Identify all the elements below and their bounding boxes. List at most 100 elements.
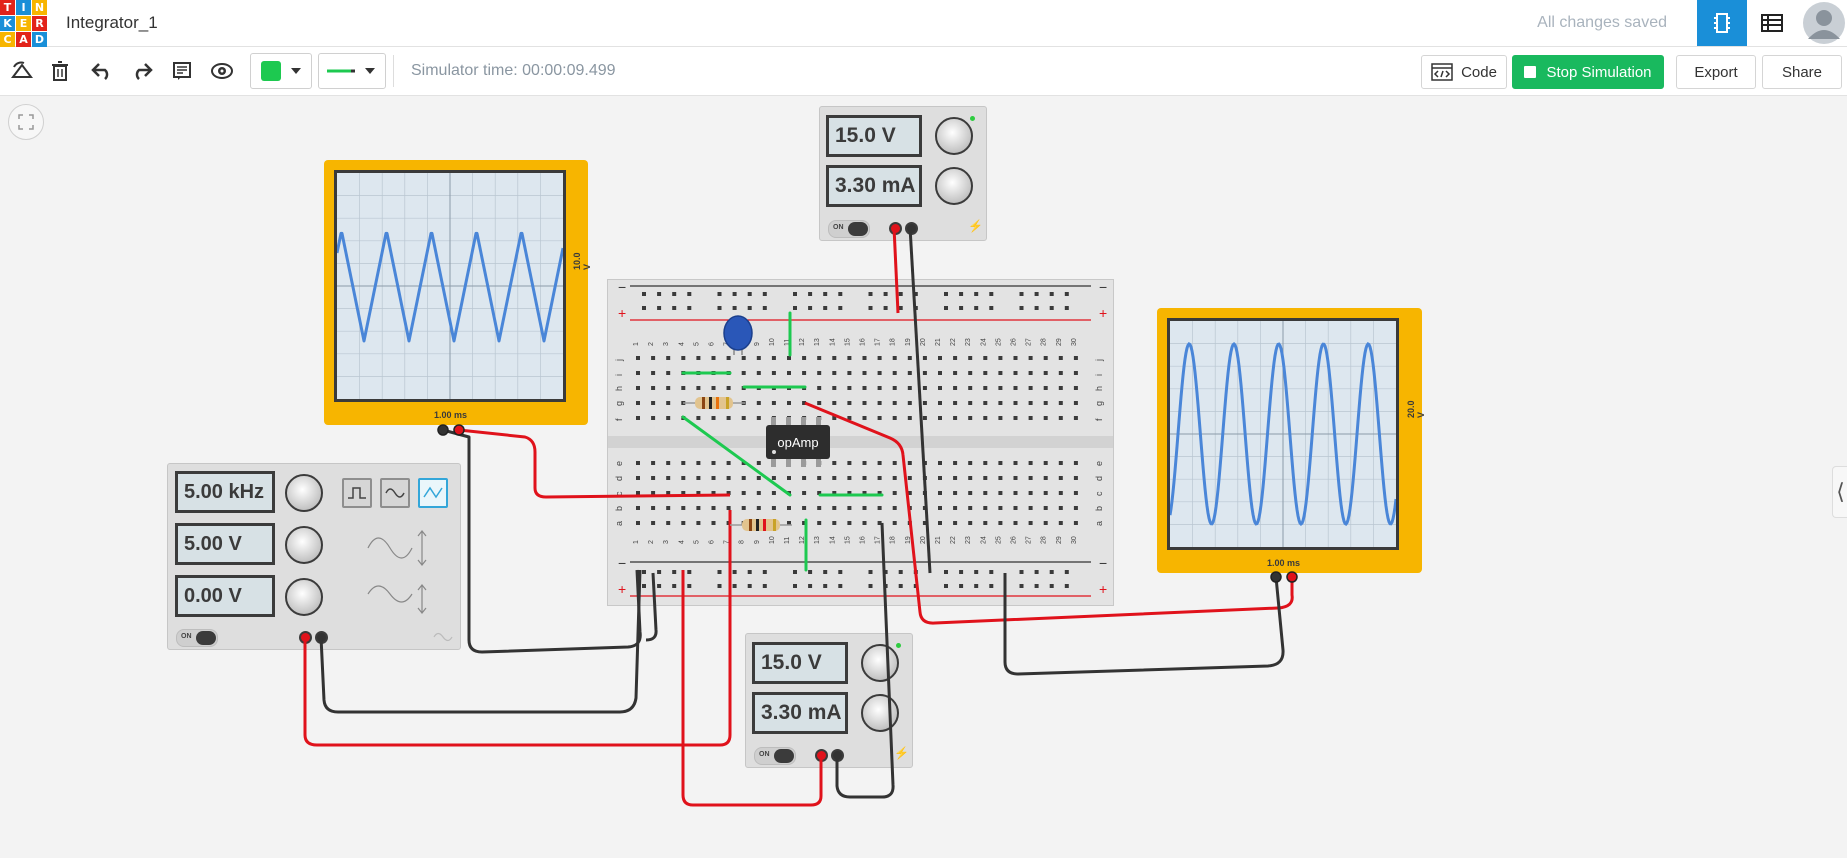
fg-offset-knob[interactable] — [285, 578, 323, 616]
logo-letter: R — [32, 16, 47, 31]
svg-text:12: 12 — [799, 338, 806, 346]
svg-text:5: 5 — [693, 540, 700, 544]
notes-icon — [173, 62, 191, 80]
power-supply-bottom[interactable]: 15.0 V 3.30 mA ON ⚡ — [745, 633, 913, 768]
svg-text:g: g — [614, 401, 624, 406]
function-generator[interactable]: 5.00 kHz 5.00 V 0.00 V ON — [167, 463, 461, 650]
green-wire-4[interactable] — [681, 415, 792, 497]
undo-button[interactable] — [86, 55, 118, 87]
svg-text:3: 3 — [663, 540, 670, 544]
triangle-wave-button[interactable] — [418, 478, 448, 508]
svg-text:16: 16 — [860, 338, 867, 346]
svg-text:i: i — [1094, 374, 1104, 376]
svg-text:c: c — [1094, 491, 1104, 496]
logo-letter: C — [0, 32, 15, 47]
svg-text:16: 16 — [860, 536, 867, 544]
svg-text:d: d — [614, 476, 624, 481]
fg-frequency-knob[interactable] — [285, 474, 323, 512]
psu-top-current-knob[interactable] — [935, 167, 973, 205]
fullscreen-icon — [18, 114, 34, 130]
resistor-top[interactable] — [683, 397, 745, 409]
capacitor[interactable] — [723, 315, 753, 355]
scope-left-positive-terminal[interactable] — [453, 424, 465, 436]
logo-letter: E — [16, 16, 31, 31]
psu-bottom-current-display: 3.30 mA — [752, 692, 848, 734]
circuit-view-button[interactable] — [1697, 0, 1747, 46]
user-avatar-icon — [1802, 2, 1845, 44]
fg-amplitude-display: 5.00 V — [175, 523, 275, 565]
psu-bottom-voltage-knob[interactable] — [861, 644, 899, 682]
psu-top-power-switch[interactable]: ON — [828, 220, 870, 238]
black-wire-psu-top[interactable] — [908, 226, 932, 574]
oscilloscope-right[interactable]: 20.0 V 1.00 ms — [1157, 308, 1426, 573]
scope-right-negative-terminal[interactable] — [1270, 571, 1282, 583]
oscilloscope-right-time-label: 1.00 ms — [1267, 558, 1301, 568]
visibility-button[interactable] — [206, 55, 238, 87]
psu-top-voltage-knob[interactable] — [935, 117, 973, 155]
switch-thumb — [774, 749, 794, 763]
square-wave-button[interactable] — [342, 478, 372, 508]
redo-button[interactable] — [126, 55, 158, 87]
opamp-chip[interactable]: opAmp — [766, 425, 830, 459]
code-button[interactable]: Code — [1421, 55, 1507, 89]
rotate-button[interactable] — [6, 55, 38, 87]
resistor-bottom[interactable] — [730, 519, 792, 531]
svg-text:+: + — [618, 305, 626, 321]
project-title[interactable]: Integrator_1 — [66, 13, 158, 32]
power-supply-top[interactable]: 15.0 V 3.30 mA ON ⚡ — [819, 106, 987, 241]
svg-text:2: 2 — [648, 540, 655, 544]
black-wire-ground-rail[interactable] — [645, 572, 658, 642]
scope-right-positive-terminal[interactable] — [1286, 571, 1298, 583]
components-panel-toggle[interactable]: ⟨ — [1832, 466, 1847, 518]
user-avatar[interactable] — [1800, 0, 1847, 46]
red-wire-opamp-out[interactable] — [804, 401, 1294, 625]
black-wire-scope-left[interactable] — [442, 428, 642, 654]
fg-amplitude-knob[interactable] — [285, 526, 323, 564]
stop-simulation-button[interactable]: Stop Simulation — [1512, 55, 1664, 89]
oscilloscope-left-trace — [335, 173, 565, 399]
psu-bottom-current-knob[interactable] — [861, 694, 899, 732]
breadboard[interactable]: −−++−−++11223344556677889910101111121213… — [607, 279, 1114, 606]
svg-text:a: a — [614, 521, 624, 526]
zoom-to-fit-button[interactable] — [8, 104, 44, 140]
svg-text:19: 19 — [905, 338, 912, 346]
scope-left-negative-terminal[interactable] — [437, 424, 449, 436]
svg-text:24: 24 — [980, 536, 987, 544]
breadboard-holes: −−++−−++11223344556677889910101111121213… — [608, 279, 1113, 597]
svg-text:5: 5 — [693, 342, 700, 346]
svg-text:13: 13 — [814, 338, 821, 346]
schematic-list-button[interactable] — [1747, 0, 1797, 46]
share-button[interactable]: Share — [1762, 55, 1842, 89]
export-button[interactable]: Export — [1676, 55, 1756, 89]
red-wire-scope-left[interactable] — [458, 428, 731, 499]
delete-button[interactable] — [44, 55, 76, 87]
logo-letter: A — [16, 32, 31, 47]
wire-color-dropdown[interactable] — [250, 53, 312, 89]
logo-letter: K — [0, 16, 15, 31]
red-wire-psu-top[interactable] — [892, 226, 900, 314]
pin1-dot-icon — [772, 450, 776, 454]
notes-button[interactable] — [166, 55, 198, 87]
red-wire-fg-positive[interactable] — [303, 510, 732, 747]
amplitude-wave-icon — [367, 530, 427, 566]
sine-wave-button[interactable] — [380, 478, 410, 508]
lightning-icon: ⚡ — [894, 746, 909, 760]
svg-text:−: − — [618, 280, 626, 295]
black-wire-psu-bottom[interactable] — [835, 522, 895, 799]
svg-text:23: 23 — [965, 338, 972, 346]
wire-type-dropdown[interactable] — [318, 53, 386, 89]
toolbar-divider — [393, 55, 394, 87]
chevron-left-icon: ⟨ — [1836, 479, 1845, 504]
fg-power-switch[interactable]: ON — [176, 629, 218, 647]
svg-text:4: 4 — [678, 342, 685, 346]
oscilloscope-left[interactable]: 10.0 V 1.00 ms — [324, 160, 592, 425]
rotate-icon — [11, 61, 33, 78]
black-wire-scope-right[interactable] — [1003, 573, 1285, 676]
svg-text:18: 18 — [890, 536, 897, 544]
svg-text:1: 1 — [633, 540, 640, 544]
svg-text:b: b — [1094, 506, 1104, 511]
psu-bottom-power-switch[interactable]: ON — [754, 747, 796, 765]
black-wire-fg-negative[interactable] — [319, 569, 642, 714]
red-wire-psu-bottom[interactable] — [681, 570, 823, 807]
